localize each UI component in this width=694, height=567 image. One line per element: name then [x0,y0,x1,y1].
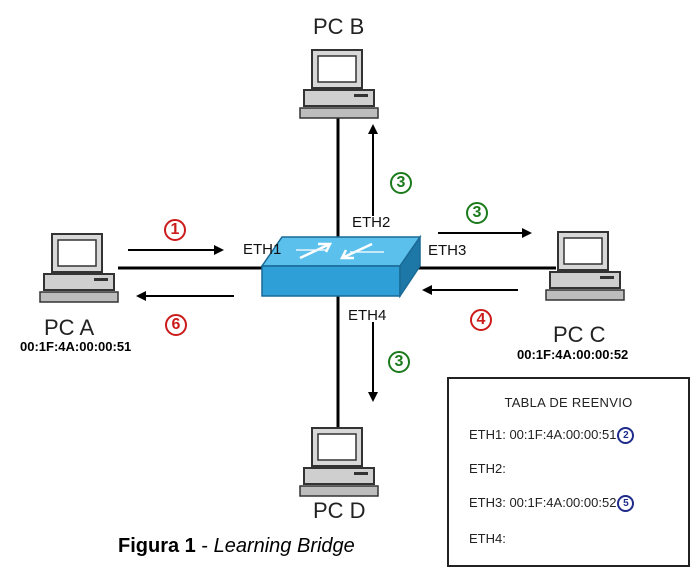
pc-a-label: PC A [44,315,95,340]
step-1-marker: 1 [164,219,186,241]
step-3-eth4-marker: 3 [388,351,410,373]
network-switch-icon [260,234,422,299]
forwarding-table-eth1-entry: ETH1: 00:1F:4A:00:00:51 [469,427,617,442]
step-4-marker: 4 [470,309,492,331]
step-6-marker: 6 [165,314,187,336]
pc-b-label: PC B [313,14,365,39]
figure-caption: Figura 1 - Learning Bridge [118,535,355,558]
caption-separator: - [195,535,214,557]
step-3-eth2-marker: 3 [390,172,412,194]
pc-d-icon [299,427,379,497]
pc-d-label: PC D [313,498,366,523]
figure-number: Figura 1 [118,535,196,557]
forwarding-table-eth4-entry: ETH4: [469,531,506,546]
pc-a-icon [39,233,119,303]
forwarding-table-row-eth2: ETH2: [469,461,506,476]
figure-title: Learning Bridge [213,535,355,557]
step-5-marker: 5 [617,495,635,513]
port-eth3-label: ETH3 [428,242,467,259]
forwarding-table-eth3-entry: ETH3: 00:1F:4A:00:00:52 [469,495,617,510]
step-3-eth3-marker: 3 [466,202,488,224]
pc-c-mac: 00:1F:4A:00:00:52 [517,347,629,362]
port-eth2-label: ETH2 [352,214,391,231]
step-2-marker: 2 [617,427,635,445]
forwarding-table-eth2-entry: ETH2: [469,461,506,476]
forwarding-table-title: TABLA DE REENVIO [504,395,633,410]
pc-c-icon [545,231,625,301]
pc-b-icon [299,49,379,119]
port-eth4-label: ETH4 [348,307,387,324]
pc-c-label: PC C [553,322,606,347]
port-eth1-label: ETH1 [243,241,282,258]
forwarding-table: TABLA DE REENVIO ETH1: 00:1F:4A:00:00:51… [447,377,690,567]
forwarding-table-row-eth4: ETH4: [469,531,506,546]
pc-a-mac: 00:1F:4A:00:00:51 [20,339,132,354]
